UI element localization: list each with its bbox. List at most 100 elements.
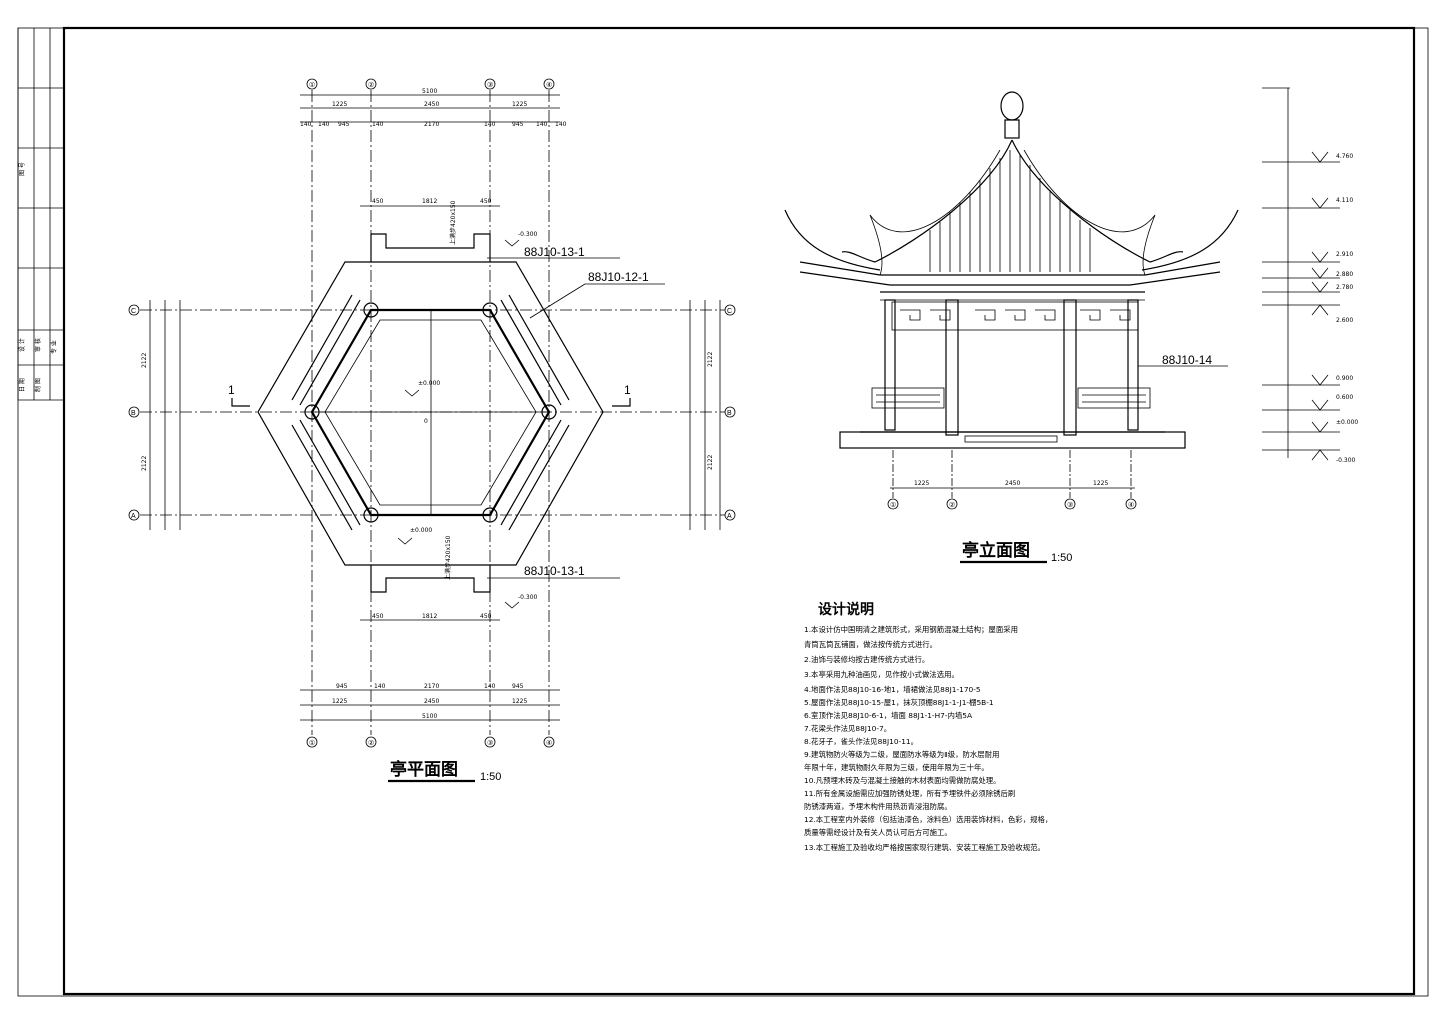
section-mark: 1 xyxy=(228,383,235,397)
dim-text: 2450 xyxy=(1005,480,1020,487)
center-mark: 0 xyxy=(424,418,428,425)
axis-label: ④ xyxy=(1128,501,1134,509)
dim-text: 450 xyxy=(480,198,492,205)
tb-cell: 制 图 xyxy=(34,378,42,392)
note-line: 10.凡预埋木砖及与混凝土接触的木材表面均需做防腐处理。 xyxy=(804,776,1001,785)
column xyxy=(1127,299,1139,431)
level-label: -0.300 xyxy=(518,231,538,238)
dim-text: 945 xyxy=(512,121,524,128)
dim-text: 2122 xyxy=(707,455,714,470)
note-line: 13.本工程施工及验收均严格按国家现行建筑、安装工程施工及验收规范。 xyxy=(804,843,1045,852)
step-bottom xyxy=(370,565,491,593)
dim-text: 945 xyxy=(336,683,348,690)
column xyxy=(482,302,498,318)
note-line: 12.本工程室内外装修（包括油漆色，涂料色）选用装饰材料，色彩，规格， xyxy=(804,815,1052,824)
note-line: 3.本亭采用九种油画见，见作按小式做法选用。 xyxy=(804,670,959,679)
notes-title: 设计说明 xyxy=(818,601,874,618)
dim-text: 140 xyxy=(484,683,496,690)
dim-text: 140 xyxy=(300,121,312,128)
dim-text: 140 xyxy=(374,683,386,690)
dim-text: 140 xyxy=(372,121,384,128)
dim-text: 1225 xyxy=(332,698,347,705)
tb-cell: 设 计 xyxy=(18,338,26,352)
plan-scale: 1:50 xyxy=(480,771,501,783)
dim-text: 2122 xyxy=(141,353,148,368)
level-label: ±0.000 xyxy=(418,380,440,387)
axis-label: ② xyxy=(368,81,374,89)
note-line: 1.本设计仿中国明清之建筑形式，采用钢筋混凝土结构；屋面采用 xyxy=(804,625,1018,634)
section-mark: 1 xyxy=(624,383,631,397)
dim-text: 2170 xyxy=(424,683,439,690)
dim-text: 1225 xyxy=(512,698,527,705)
axis-label: ③ xyxy=(1067,501,1073,509)
level-label: 4.760 xyxy=(1336,153,1353,160)
note-line: 8.花牙子，雀头作法见88J10-11。 xyxy=(804,737,918,746)
axis-label: ① xyxy=(309,81,315,89)
elevation-title: 亭立面图 xyxy=(962,540,1030,561)
dim-text: 5100 xyxy=(422,88,437,95)
inner-hexagon xyxy=(324,319,537,506)
axis-label: A xyxy=(727,513,732,520)
dim-text: 140 xyxy=(555,121,567,128)
dim-text: 450 xyxy=(372,613,384,620)
axis-label: ② xyxy=(949,501,955,509)
column xyxy=(1063,299,1077,436)
ref-label: 88J10-12-1 xyxy=(588,270,649,284)
column-hexagon xyxy=(310,308,551,517)
level-label: 0.600 xyxy=(1336,394,1353,401)
axis-label: ① xyxy=(890,501,896,509)
level-label: 2.910 xyxy=(1336,251,1353,258)
note-line: 2.油饰与装修均按古建传统方式进行。 xyxy=(804,655,929,664)
axis-label: ③ xyxy=(487,739,493,747)
step-note: 上满步420x150 xyxy=(449,200,457,245)
step-note: 上满步420x150 xyxy=(444,535,452,580)
column xyxy=(482,507,498,523)
tb-cell: 日 期 xyxy=(18,378,26,392)
column xyxy=(363,302,379,318)
ref-label: 88J10-14 xyxy=(1162,353,1212,367)
dim-text: 450 xyxy=(480,613,492,620)
dim-text: 1812 xyxy=(422,613,437,620)
axis-label: ④ xyxy=(546,81,552,89)
tb-cell: 审 核 xyxy=(34,338,42,352)
column xyxy=(945,299,959,436)
axis-label: C xyxy=(727,308,732,315)
column xyxy=(304,404,320,420)
dim-text: 2122 xyxy=(707,352,714,367)
note-line: 年限十年，建筑物耐久年限为三级，使用年限为三十年。 xyxy=(804,763,989,772)
dim-text: 2170 xyxy=(424,121,439,128)
finial xyxy=(1000,91,1024,121)
platform xyxy=(839,431,1186,449)
note-line: 质量等需经设计及有关人员认可后方可施工。 xyxy=(804,828,952,837)
axis-label: A xyxy=(131,513,136,520)
note-line: 5.屋面作法见88J10-15-屋1，抹灰顶棚88J1-1-J1-棚5B-1 xyxy=(804,698,994,707)
inner-frame xyxy=(62,26,1416,996)
ref-label: 88J10-13-1 xyxy=(524,245,585,259)
level-label: 2.780 xyxy=(1336,284,1353,291)
dim-text: 1225 xyxy=(332,101,347,108)
note-line: 11.所有金属设施需应加强防锈处理，所有予埋铁件必须除锈后刷 xyxy=(804,789,1015,798)
dim-text: 140 xyxy=(536,121,548,128)
dim-text: 1225 xyxy=(914,480,929,487)
axis-label: ② xyxy=(368,739,374,747)
dim-text: 945 xyxy=(512,683,524,690)
axis-label: ④ xyxy=(546,739,552,747)
dim-text: 1225 xyxy=(512,101,527,108)
level-label: ±0.000 xyxy=(1336,419,1358,426)
dim-text: 140 xyxy=(318,121,330,128)
bench xyxy=(1077,387,1151,409)
tb-cell: 专 业 xyxy=(50,340,58,354)
elevation-view: 88J10-14 1225 2450 1225 ① ② ③ ④ 4.760 4.… xyxy=(784,87,1358,564)
dim-text: 450 xyxy=(372,198,384,205)
axis-label: B xyxy=(727,410,732,417)
dim-text: 2450 xyxy=(424,101,439,108)
dim-text: 945 xyxy=(338,121,350,128)
step-top xyxy=(370,233,491,262)
platform-outline xyxy=(257,261,604,566)
dim-text: 5100 xyxy=(422,713,437,720)
level-markers: 4.760 4.110 2.910 2.880 2.780 2.600 0.90… xyxy=(1262,151,1358,464)
dim-text: 140 xyxy=(484,121,496,128)
plan-view: ① ② ③ ④ ① ② ③ ④ C B A C B A 5100 1225 24… xyxy=(128,78,736,783)
level-label: 4.110 xyxy=(1336,197,1353,204)
